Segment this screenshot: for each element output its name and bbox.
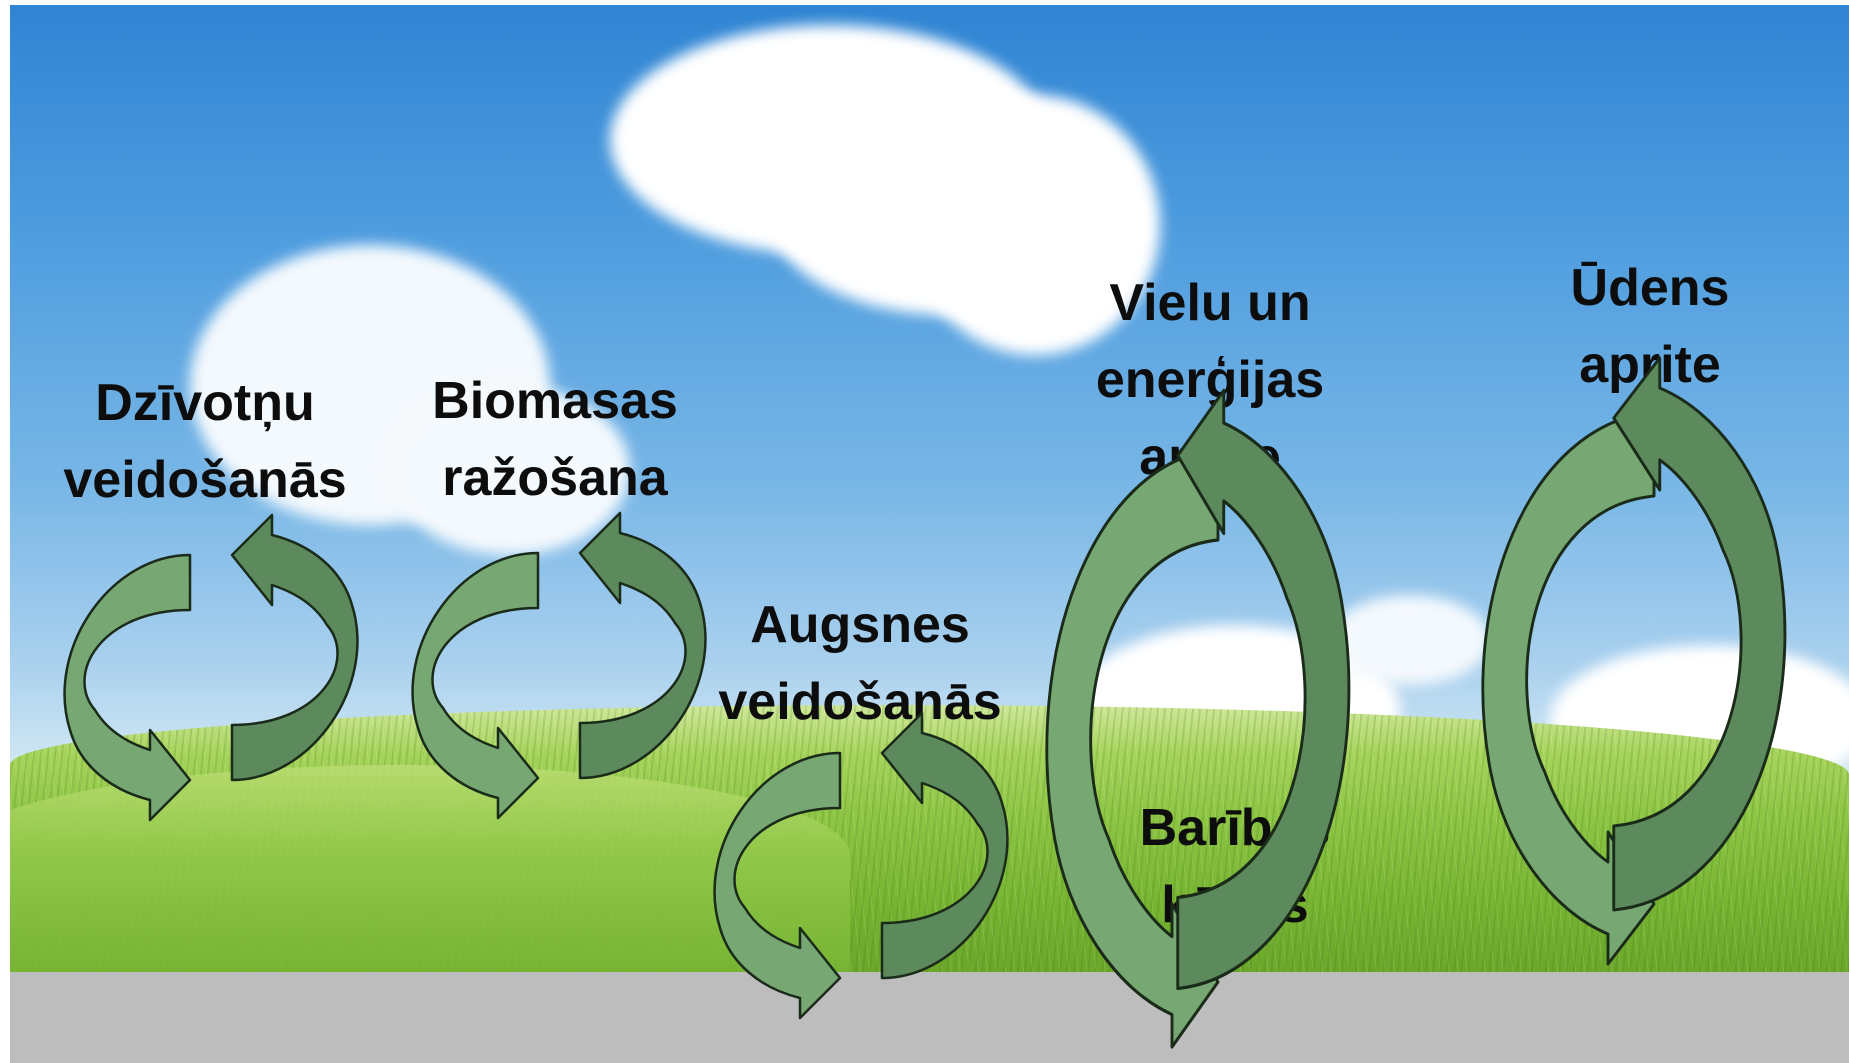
cycle-arrow-left — [411, 551, 540, 820]
label-habitat-line2: veidošanās — [63, 451, 347, 509]
cycle-arrow-right — [578, 511, 707, 780]
label-habitat-line1: Dzīvotņu — [95, 374, 315, 432]
cycle-arrows-icon — [411, 511, 707, 820]
cloud-small-right — [1330, 595, 1490, 685]
label-soil-line1: Augsnes — [750, 596, 970, 654]
ground-strip — [10, 972, 1849, 1063]
label-biomass-line2: ražošana — [442, 449, 668, 507]
label-water-line1: Ūdens — [1570, 259, 1730, 317]
cycle-arrow-right — [880, 711, 1009, 980]
cycle-arrow-left — [63, 553, 192, 822]
cycle-arrows-icon — [713, 711, 1009, 1020]
cloud-left-2 — [390, 385, 630, 555]
label-matter-energy-line2: enerģijas — [1095, 351, 1325, 409]
long-cycle-arrows-icon — [1481, 356, 1787, 966]
long-cycle-arrow-right — [1176, 388, 1351, 991]
label-habitat-formation: Dzīvotņu veidošanās — [50, 365, 360, 519]
label-biomass-line1: Biomasas — [432, 372, 678, 430]
label-biomass-production: Biomasas ražošana — [400, 363, 710, 517]
cycle-arrow-right — [230, 513, 359, 782]
label-soil-line2: veidošanās — [718, 673, 1002, 731]
cycle-arrows-icon — [63, 513, 359, 822]
long-cycle-arrows-icon — [1045, 388, 1351, 1049]
long-cycle-arrow-right — [1612, 356, 1787, 912]
cycle-arrow-left — [713, 751, 842, 1020]
label-soil-formation: Augsnes veidošanās — [700, 587, 1020, 741]
label-matter-energy-line1: Vielu un — [1109, 274, 1311, 332]
cloud-top-center-3 — [910, 95, 1160, 355]
